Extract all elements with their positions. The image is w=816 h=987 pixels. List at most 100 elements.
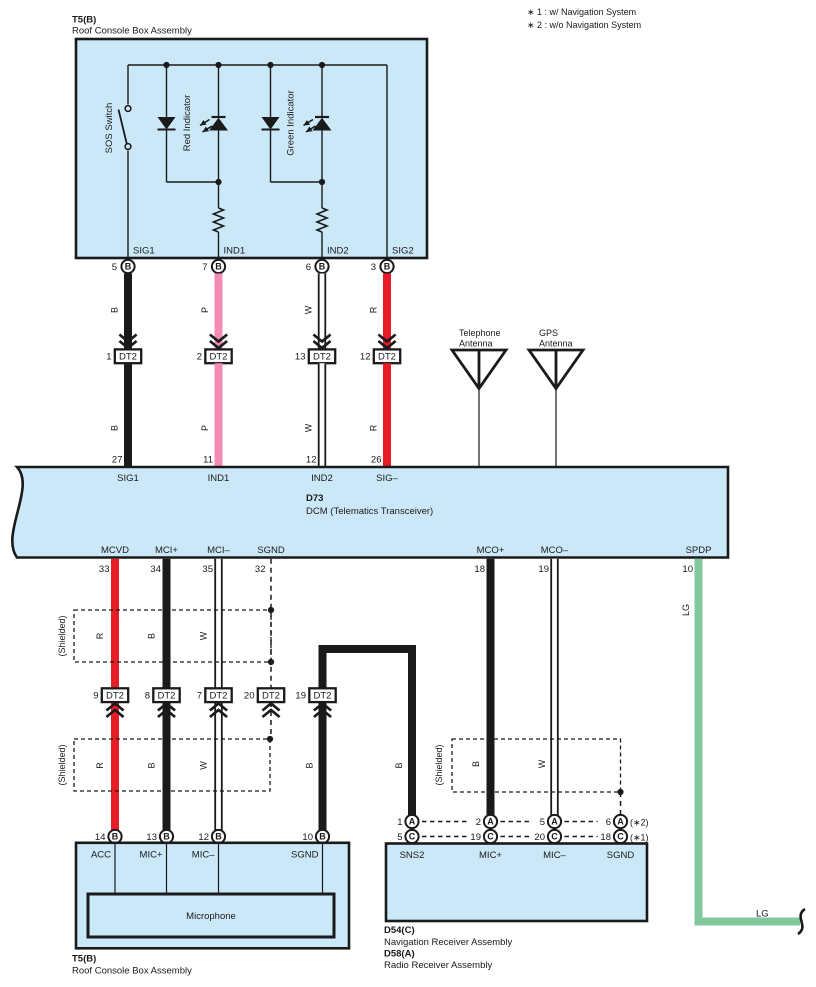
svg-text:MIC+: MIC+ <box>479 850 502 861</box>
svg-text:IND1: IND1 <box>224 246 246 257</box>
svg-text:C: C <box>487 832 494 842</box>
svg-text:19: 19 <box>470 832 481 843</box>
svg-text:6: 6 <box>606 817 611 828</box>
svg-text:10: 10 <box>682 564 693 575</box>
svg-text:32: 32 <box>255 564 266 575</box>
svg-text:(Shielded): (Shielded) <box>57 744 67 785</box>
svg-text:LG: LG <box>756 909 769 920</box>
svg-text:SIG1: SIG1 <box>117 473 139 484</box>
svg-text:SNS2: SNS2 <box>400 850 425 861</box>
svg-text:18: 18 <box>474 564 485 575</box>
svg-text:27: 27 <box>112 455 123 466</box>
svg-text:C: C <box>409 832 416 842</box>
svg-text:9: 9 <box>93 691 98 702</box>
svg-text:R: R <box>369 424 379 431</box>
svg-text:SIG1: SIG1 <box>133 246 155 257</box>
svg-text:W: W <box>304 423 314 432</box>
svg-text:R: R <box>95 762 105 769</box>
svg-text:∗ 2 : w/o Navigation System: ∗ 2 : w/o Navigation System <box>527 20 641 30</box>
svg-text:D54(C): D54(C) <box>384 925 415 936</box>
svg-text:DT2: DT2 <box>262 691 280 702</box>
svg-text:MCO–: MCO– <box>541 545 569 556</box>
svg-text:20: 20 <box>534 832 545 843</box>
svg-text:13: 13 <box>295 352 306 363</box>
svg-text:W: W <box>537 759 547 768</box>
svg-text:1: 1 <box>397 817 402 828</box>
svg-text:R: R <box>369 306 379 313</box>
svg-text:B: B <box>147 762 157 768</box>
svg-text:ACC: ACC <box>91 850 111 861</box>
svg-text:13: 13 <box>146 832 157 843</box>
svg-text:Roof Console Box Assembly: Roof Console Box Assembly <box>72 26 192 37</box>
svg-text:10: 10 <box>302 832 313 843</box>
svg-text:IND1: IND1 <box>208 473 230 484</box>
svg-text:DT2: DT2 <box>378 352 396 363</box>
svg-text:W: W <box>304 305 314 314</box>
svg-text:SGND: SGND <box>291 850 319 861</box>
svg-text:5: 5 <box>397 832 402 843</box>
svg-text:MCVD: MCVD <box>101 545 129 556</box>
svg-text:B: B <box>147 633 157 639</box>
svg-text:IND2: IND2 <box>327 246 349 257</box>
svg-text:DT2: DT2 <box>119 352 137 363</box>
svg-text:B: B <box>319 262 326 272</box>
svg-text:11: 11 <box>203 455 213 466</box>
svg-text:SGND: SGND <box>607 850 635 861</box>
svg-text:B: B <box>305 762 315 768</box>
svg-text:B: B <box>215 832 222 842</box>
svg-text:B: B <box>319 832 326 842</box>
svg-text:Antenna: Antenna <box>539 339 573 349</box>
svg-text:2: 2 <box>476 817 481 828</box>
svg-text:(Shielded): (Shielded) <box>434 744 444 785</box>
svg-text:(Shielded): (Shielded) <box>57 615 67 656</box>
svg-text:SIG–: SIG– <box>376 473 398 484</box>
svg-text:C: C <box>551 832 558 842</box>
svg-text:A: A <box>487 817 494 827</box>
svg-text:GPS: GPS <box>539 328 558 338</box>
svg-text:DT2: DT2 <box>314 691 332 702</box>
svg-text:(∗2): (∗2) <box>630 817 649 827</box>
svg-text:7: 7 <box>202 262 207 273</box>
svg-text:B: B <box>163 832 170 842</box>
svg-text:8: 8 <box>145 691 150 702</box>
svg-text:B: B <box>394 762 404 768</box>
svg-text:T5(B): T5(B) <box>72 15 96 26</box>
svg-text:B: B <box>110 425 120 431</box>
svg-text:B: B <box>471 761 481 767</box>
svg-text:MIC+: MIC+ <box>140 850 163 861</box>
svg-text:Green Indicator: Green Indicator <box>286 90 297 155</box>
svg-text:Roof Console Box Assembly: Roof Console Box Assembly <box>72 966 192 977</box>
svg-text:DT2: DT2 <box>210 691 228 702</box>
svg-text:18: 18 <box>600 832 611 843</box>
svg-text:3: 3 <box>371 262 376 273</box>
svg-text:SIG2: SIG2 <box>392 246 414 257</box>
svg-text:A: A <box>617 817 624 827</box>
svg-text:6: 6 <box>306 262 311 273</box>
svg-text:SGND: SGND <box>257 545 285 556</box>
svg-text:Navigation Receiver Assembly: Navigation Receiver Assembly <box>384 937 513 948</box>
svg-text:R: R <box>95 632 105 639</box>
svg-text:MCI–: MCI– <box>207 545 230 556</box>
svg-text:20: 20 <box>244 691 255 702</box>
svg-text:(∗1): (∗1) <box>630 832 649 842</box>
svg-text:SPDP: SPDP <box>686 545 712 556</box>
svg-text:B: B <box>125 262 132 272</box>
svg-text:2: 2 <box>197 352 202 363</box>
svg-text:IND2: IND2 <box>311 473 333 484</box>
svg-text:MCO+: MCO+ <box>477 545 505 556</box>
svg-text:DCM (Telematics Transceiver): DCM (Telematics Transceiver) <box>306 506 433 517</box>
svg-text:1: 1 <box>106 352 111 363</box>
svg-text:B: B <box>110 307 120 313</box>
svg-text:C: C <box>617 832 624 842</box>
svg-text:W: W <box>199 631 209 640</box>
svg-text:B: B <box>112 832 119 842</box>
svg-text:14: 14 <box>95 832 106 843</box>
svg-text:B: B <box>384 262 391 272</box>
svg-text:7: 7 <box>197 691 202 702</box>
svg-text:P: P <box>200 425 210 431</box>
svg-text:DT2: DT2 <box>158 691 176 702</box>
svg-text:DT2: DT2 <box>313 352 331 363</box>
svg-text:19: 19 <box>295 691 306 702</box>
svg-text:12: 12 <box>198 832 209 843</box>
svg-text:Radio Receiver Assembly: Radio Receiver Assembly <box>384 960 492 971</box>
